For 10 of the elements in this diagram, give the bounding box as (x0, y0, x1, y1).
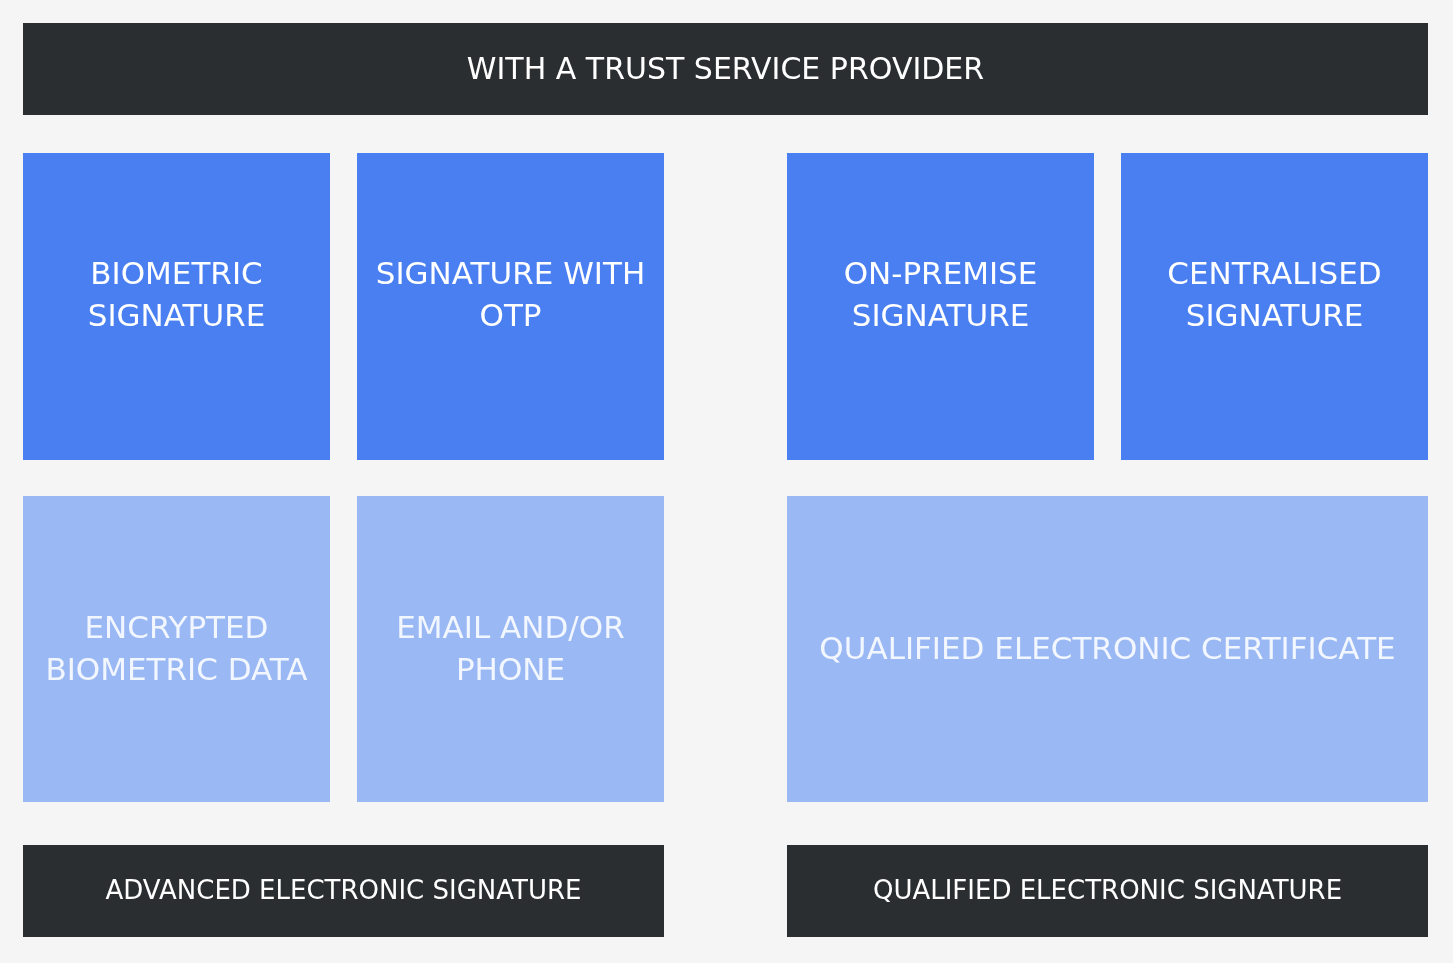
requirement-tile: EMAIL AND/OR PHONE (357, 496, 664, 802)
category-tile: BIOMETRIC SIGNATURE (23, 153, 330, 460)
category-tile: ON-PREMISE SIGNATURE (787, 153, 1094, 460)
requirement-tile: QUALIFIED ELECTRONIC CERTIFICATE (787, 496, 1428, 802)
banner: QUALIFIED ELECTRONIC SIGNATURE (787, 845, 1428, 937)
banner: ADVANCED ELECTRONIC SIGNATURE (23, 845, 664, 937)
banner: WITH A TRUST SERVICE PROVIDER (23, 23, 1428, 115)
requirement-tile: ENCRYPTED BIOMETRIC DATA (23, 496, 330, 802)
category-tile: CENTRALISED SIGNATURE (1121, 153, 1428, 460)
category-tile: SIGNATURE WITH OTP (357, 153, 664, 460)
